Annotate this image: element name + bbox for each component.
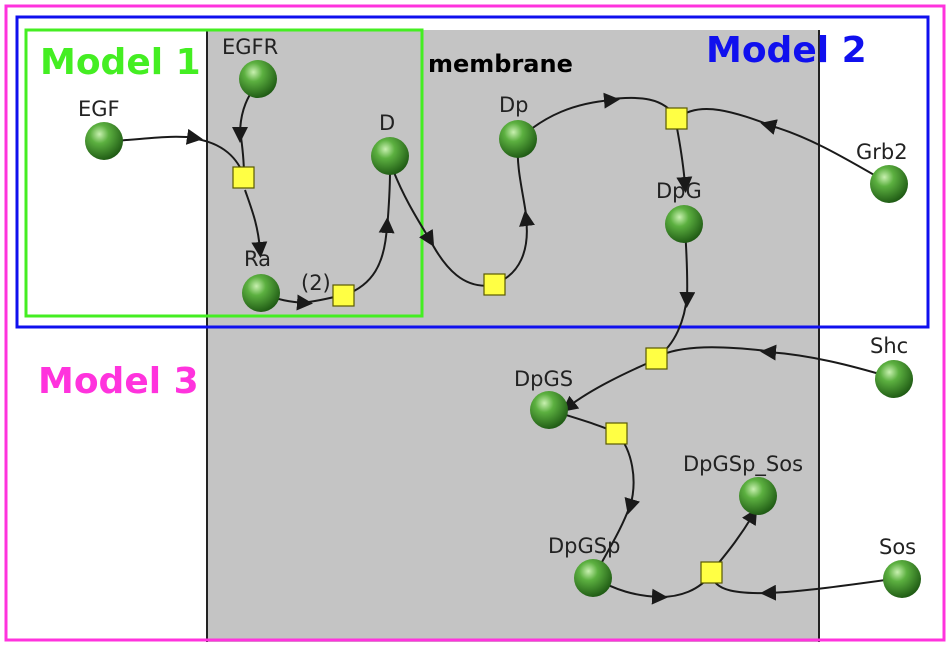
reaction-node-2[interactable]	[332, 284, 355, 307]
model-3-label: Model 3	[38, 361, 199, 402]
species-node-icon	[85, 122, 123, 160]
reaction-node-4[interactable]	[665, 107, 688, 130]
stoichiometry-label: (2)	[301, 271, 331, 295]
species-shc[interactable]: Shc	[870, 334, 913, 398]
species-label: EGF	[78, 97, 120, 121]
species-dp[interactable]: Dp	[499, 93, 537, 158]
edge-r1-ra	[244, 189, 268, 258]
species-dpgs[interactable]: DpGS	[514, 367, 573, 429]
species-ra[interactable]: Ra	[242, 247, 280, 312]
species-egfr[interactable]: EGFR	[222, 35, 278, 98]
species-label: Grb2	[856, 140, 908, 164]
species-grb2[interactable]: Grb2	[856, 140, 908, 203]
species-sos[interactable]: Sos	[879, 535, 921, 598]
species-label: Dp	[499, 93, 529, 117]
species-egf[interactable]: EGF	[78, 97, 123, 160]
edge-grb2-r4	[760, 119, 889, 184]
species-dpgsp[interactable]: DpGSp	[548, 534, 620, 597]
species-node-icon	[239, 60, 277, 98]
species-label: Ra	[244, 247, 271, 271]
species-node-icon	[875, 360, 913, 398]
edge-r5-dpgs	[561, 359, 656, 412]
species-label: Shc	[870, 334, 908, 358]
edge-r2-d-tail	[386, 171, 391, 231]
model-2-box	[15, 15, 930, 329]
reaction-node-7[interactable]	[700, 561, 723, 584]
species-node-icon	[499, 120, 537, 158]
species-label: EGFR	[222, 35, 278, 59]
species-node-icon	[371, 137, 409, 175]
species-label: D	[379, 111, 395, 135]
species-dpg[interactable]: DpG	[656, 179, 703, 243]
species-node-icon	[242, 274, 280, 312]
species-label: DpGS	[514, 367, 573, 391]
species-label: DpGSp_Sos	[683, 452, 803, 477]
species-label: Sos	[879, 535, 916, 559]
model-3-box	[4, 4, 946, 642]
reaction-node-3[interactable]	[483, 273, 506, 296]
species-node-icon	[530, 391, 568, 429]
species-node-icon	[574, 559, 612, 597]
reaction-node-5[interactable]	[645, 347, 668, 370]
reaction-nodes	[232, 107, 723, 584]
membrane-label: membrane	[428, 50, 573, 78]
model-1-label: Model 1	[40, 42, 201, 83]
species-dpgsp-sos[interactable]: DpGSp_Sos	[683, 452, 803, 515]
model-1-box	[24, 28, 424, 318]
species-node-icon	[739, 477, 777, 515]
edge-d-r3	[392, 169, 435, 247]
reaction-node-1[interactable]	[232, 166, 255, 189]
edge-r4-dpg	[676, 127, 693, 193]
reaction-node-6[interactable]	[605, 422, 628, 445]
species-nodes: EGF EGFR Ra D Dp DpG Grb2 DpGS	[78, 35, 921, 598]
model-2-label: Model 2	[706, 30, 867, 71]
species-label: DpG	[656, 179, 702, 203]
species-d[interactable]: D	[371, 111, 409, 175]
species-label: DpGSp	[548, 534, 620, 558]
species-node-icon	[883, 560, 921, 598]
species-node-icon	[870, 165, 908, 203]
species-node-icon	[665, 205, 703, 243]
